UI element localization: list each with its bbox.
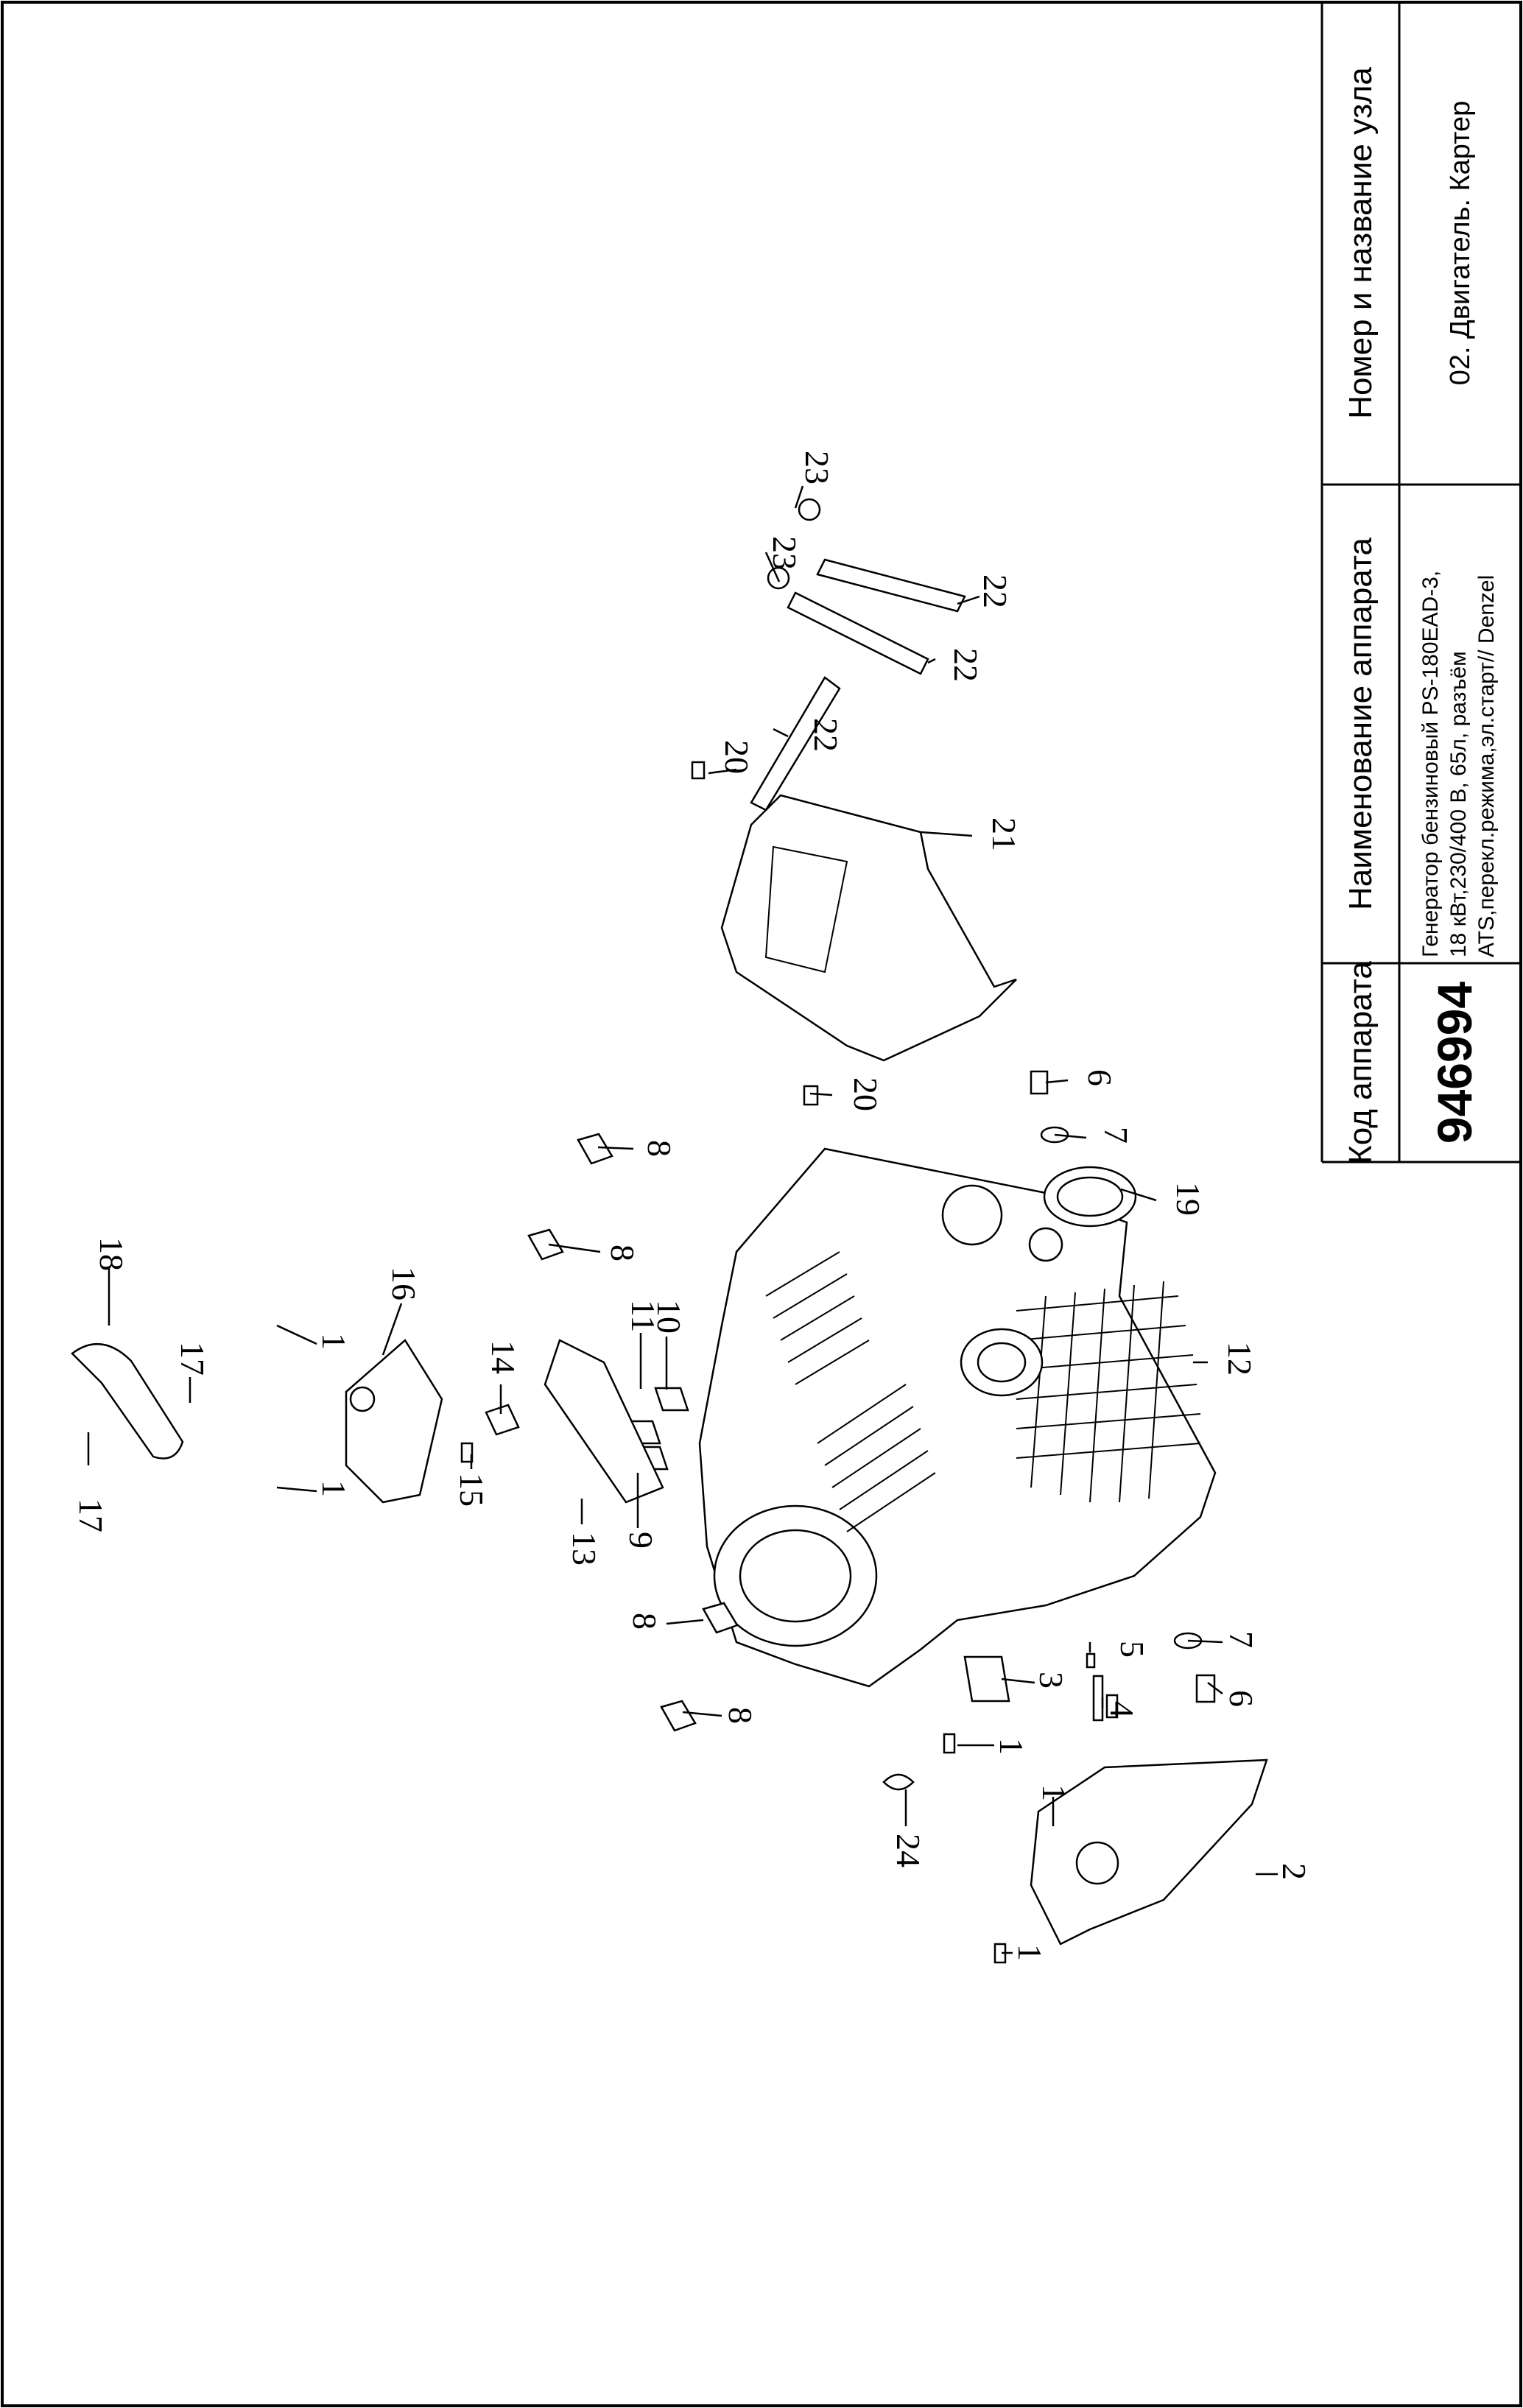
shroud-cover-part bbox=[720, 794, 1017, 1062]
callout-10: 10 bbox=[650, 1300, 688, 1334]
callout-12: 12 bbox=[1221, 1342, 1259, 1376]
callout-5: 5 bbox=[1114, 1641, 1151, 1658]
callout-1: 1 bbox=[1011, 1944, 1049, 1961]
callout-16: 16 bbox=[385, 1267, 423, 1300]
strap-part-c bbox=[816, 558, 966, 613]
callout-4: 4 bbox=[1103, 1701, 1141, 1718]
device-name-line-2: 18 кВт,230/400 В, 65л, разъём bbox=[1446, 651, 1471, 957]
callout-11: 11 bbox=[625, 1300, 662, 1332]
clip-part bbox=[882, 1773, 915, 1791]
callout-2: 2 bbox=[1276, 1863, 1313, 1880]
callout-8: 8 bbox=[641, 1140, 678, 1157]
callout-14: 14 bbox=[485, 1340, 522, 1374]
clamp-part bbox=[485, 1404, 520, 1436]
crankcase-part bbox=[698, 1147, 1217, 1688]
callout-9: 9 bbox=[622, 1532, 660, 1549]
callout-3: 3 bbox=[1033, 1672, 1070, 1689]
nut-part-b bbox=[798, 498, 821, 521]
strap-part-a bbox=[750, 676, 841, 812]
breather-hose-part bbox=[71, 1342, 184, 1460]
device-code: 946994 bbox=[1427, 982, 1482, 1144]
callout-1: 1 bbox=[315, 1480, 353, 1497]
callout-20: 20 bbox=[718, 740, 756, 774]
breather-plate-part bbox=[345, 1339, 443, 1504]
header-code-label: Код аппарата bbox=[1343, 961, 1379, 1164]
callout-numbers: 23 23 22 22 22 20 21 20 6 7 19 8 8 11 10… bbox=[72, 451, 1313, 1961]
callout-6: 6 bbox=[1223, 1690, 1260, 1707]
callout-13: 13 bbox=[566, 1532, 603, 1566]
callout-17: 17 bbox=[174, 1342, 211, 1376]
device-name-line-3: ATS,перекл.режима,эл.старт// Denzel bbox=[1474, 575, 1499, 957]
callout-22: 22 bbox=[977, 574, 1014, 608]
callout-1: 1 bbox=[1035, 1784, 1073, 1801]
callout-17: 17 bbox=[72, 1499, 110, 1532]
callout-7: 7 bbox=[1223, 1631, 1260, 1648]
callout-23: 23 bbox=[766, 536, 803, 570]
strap-part-b bbox=[787, 591, 929, 675]
callout-6: 6 bbox=[1081, 1069, 1119, 1086]
title-block: Код аппарата 946994 Наименование аппарат… bbox=[1320, 2, 1521, 1164]
callout-8: 8 bbox=[722, 1707, 759, 1724]
fill-cap-part bbox=[1092, 1675, 1104, 1722]
sensor-part bbox=[1086, 1652, 1096, 1669]
dowel-pin-part bbox=[577, 1133, 613, 1165]
gasket-plate-part bbox=[544, 1339, 664, 1504]
callout-8: 8 bbox=[604, 1245, 641, 1261]
header-device-name-label: Наименование аппарата bbox=[1343, 538, 1379, 910]
callout-15: 15 bbox=[453, 1473, 490, 1507]
callout-21: 21 bbox=[985, 817, 1023, 851]
device-name-line-1: Генератор бензиновый PS-180EAD-3, bbox=[1418, 571, 1443, 957]
callout-20: 20 bbox=[847, 1077, 884, 1111]
callout-7: 7 bbox=[1097, 1127, 1135, 1144]
callout-18: 18 bbox=[93, 1237, 130, 1271]
callout-22: 22 bbox=[947, 648, 985, 682]
stop-block-part bbox=[963, 1655, 1010, 1703]
leader-lines bbox=[87, 485, 1278, 1954]
callout-19: 19 bbox=[1169, 1182, 1207, 1216]
callout-22: 22 bbox=[807, 718, 845, 752]
callout-8: 8 bbox=[626, 1613, 664, 1630]
callout-23: 23 bbox=[798, 451, 836, 485]
callout-1: 1 bbox=[993, 1738, 1030, 1755]
lower-cover-part bbox=[1030, 1759, 1268, 1946]
callout-24: 24 bbox=[890, 1834, 927, 1867]
node-name: 02. Двигатель. Картер bbox=[1445, 101, 1476, 386]
callout-1: 1 bbox=[315, 1333, 353, 1350]
header-node-label: Номер и название узла bbox=[1343, 67, 1379, 419]
